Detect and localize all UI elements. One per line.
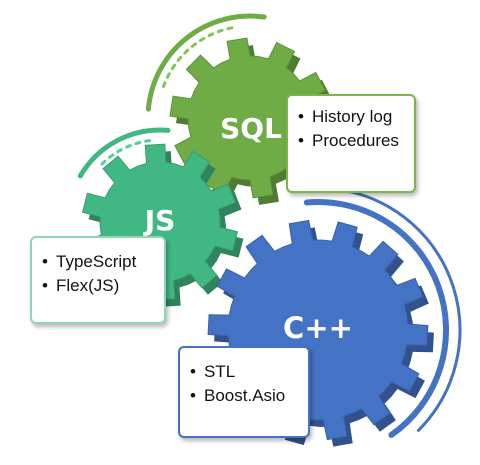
- cpp-gear-label: C++: [283, 311, 353, 345]
- sql-gear-label: SQL: [220, 112, 282, 145]
- bullet-icon: •: [298, 107, 304, 126]
- list-item: • STL: [190, 360, 298, 384]
- rotation-arc: [162, 25, 236, 88]
- js-item-list: • TypeScript • Flex(JS): [42, 250, 154, 298]
- list-item: • Procedures: [298, 129, 404, 153]
- cpp-callout: • STL • Boost.Asio: [178, 346, 310, 438]
- js-gear-label: JS: [143, 204, 176, 237]
- cpp-item-2: Boost.Asio: [204, 386, 286, 405]
- js-item-2: Flex(JS): [56, 276, 120, 295]
- list-item: • TypeScript: [42, 250, 154, 274]
- rotation-arc: [341, 188, 462, 432]
- list-item: • History log: [298, 105, 404, 129]
- cpp-item-list: • STL • Boost.Asio: [190, 360, 298, 408]
- js-item-1: TypeScript: [56, 252, 137, 271]
- bullet-icon: •: [298, 131, 304, 150]
- bullet-icon: •: [190, 386, 196, 405]
- cpp-item-1: STL: [204, 362, 236, 381]
- js-callout: • TypeScript • Flex(JS): [30, 236, 166, 324]
- bullet-icon: •: [42, 276, 48, 295]
- sql-item-list: • History log • Procedures: [298, 105, 404, 153]
- list-item: • Flex(JS): [42, 274, 154, 298]
- sql-item-2: Procedures: [312, 131, 399, 150]
- list-item: • Boost.Asio: [190, 384, 298, 408]
- rotation-arc: [77, 127, 171, 179]
- rotation-arc: [100, 138, 155, 166]
- rotation-arc: [303, 199, 450, 438]
- bullet-icon: •: [190, 362, 196, 381]
- sql-callout: • History log • Procedures: [286, 94, 416, 193]
- bullet-icon: •: [42, 252, 48, 271]
- rotation-arc: [145, 13, 267, 112]
- sql-item-1: History log: [312, 107, 393, 126]
